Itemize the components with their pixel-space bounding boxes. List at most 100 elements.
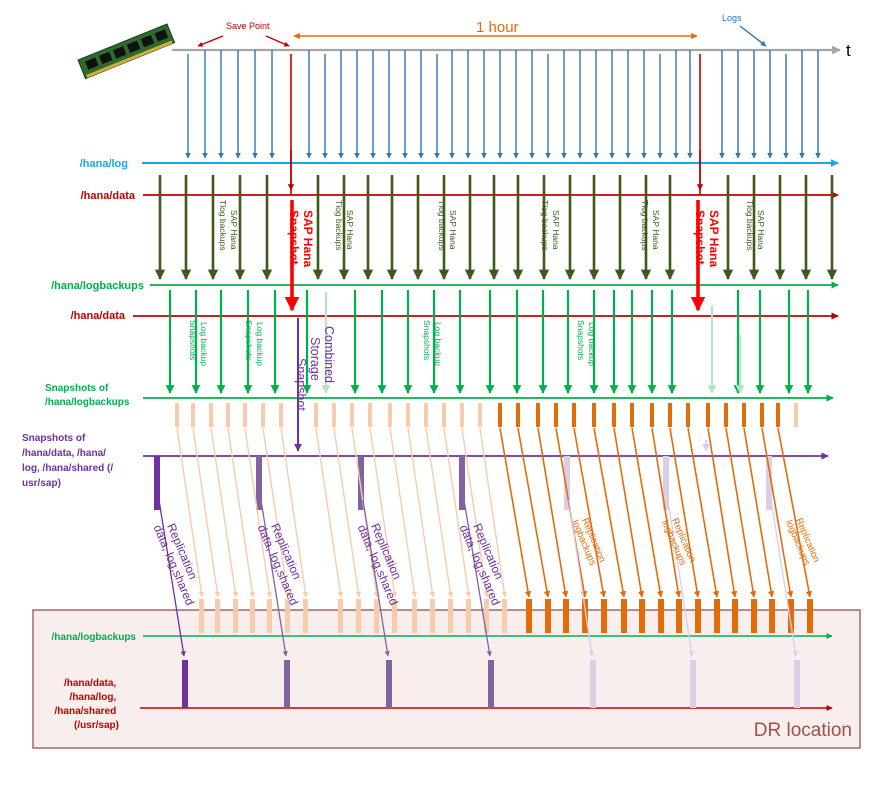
save-point-arrow-right (266, 36, 289, 46)
dr-logbackup-replica-faint (374, 599, 379, 633)
svg-text:Log backupSnapshots: Log backupSnapshots (576, 320, 597, 366)
svg-text:SAP HanaSnapshot: SAP HanaSnapshot (693, 210, 721, 267)
logbackup-snapshot-tick (261, 403, 265, 427)
time-axis-label: t (846, 41, 851, 60)
ram-module-icon (78, 24, 175, 79)
logbackup-snapshot-tick (226, 403, 230, 427)
logbackup-snapshot-tick (630, 403, 634, 427)
logbackup-snapshot-tick (478, 403, 482, 427)
tlog-line2: Tlog backups (540, 200, 550, 251)
logs-label: Logs (722, 13, 742, 23)
dr-logbackup-replica (695, 599, 701, 633)
dr-logbackup-replica (658, 599, 664, 633)
dr-logbackup-replica (601, 599, 607, 633)
combined-line1: Combined (322, 326, 336, 383)
dr-logbackup-replica-faint (199, 599, 204, 633)
logbackup-line1: Log backup (433, 322, 443, 366)
row-label-snapshots-data-line3: log, /hana/shared (/ (22, 463, 113, 474)
dr-logbackup-replica (563, 599, 569, 633)
logbackup-snapshot-tick (554, 403, 558, 427)
logbackup-line2: Snapshots (188, 320, 198, 360)
logbackup-snapshot-tick (350, 403, 354, 427)
tlog-backups-label-5: SAP HanaTlog backups (640, 200, 661, 251)
logbackup-line2: Snapshots (244, 320, 254, 360)
dr-logbackup-replica (526, 599, 532, 633)
dr-logbackup-replica-faint (448, 599, 453, 633)
dr-logbackup-replica-faint (303, 599, 308, 633)
row-label-snapshots-logbackups-line2: /hana/logbackups (45, 397, 130, 408)
replication-logbackups-arrow (614, 428, 642, 597)
logbackup-snapshot-tick (191, 403, 195, 427)
dr-logbackup-replica-faint (250, 599, 255, 633)
combined-line2: Storage (308, 337, 322, 381)
dr-data-replica-faint (590, 660, 596, 708)
dr-data-replica-faint (690, 660, 696, 708)
logbackup-snapshot-tick (424, 403, 428, 427)
dr-data-replica (488, 660, 494, 708)
row-label-snapshots-data-line2: /hana/data, /hana/ (22, 448, 106, 459)
row-label-snapshots-data: Snapshots of /hana/data, /hana/ log, /ha… (22, 433, 116, 489)
logbackup-line1: Log backup (587, 322, 597, 366)
snapshot-line1: SAP Hana (707, 210, 721, 267)
replication-logbackups-label-2: Replicationlogbackups (659, 515, 697, 568)
logbackup-snapshot-tick (209, 403, 213, 427)
dr-logbackup-replica (639, 599, 645, 633)
logbackup-snapshot-tick (572, 403, 576, 427)
logbackup-snapshot-tick (760, 403, 764, 427)
svg-text:SAP HanaTlog backups: SAP HanaTlog backups (334, 200, 355, 251)
dr-row-label-data-line2: /hana/log, (70, 692, 117, 703)
logbackup-snapshot-tick (724, 403, 728, 427)
dr-logbackup-replica (621, 599, 627, 633)
logbackup-snapshot-tick (650, 403, 654, 427)
dr-data-replica-faint (794, 660, 800, 708)
replication-logbackups-arrow (538, 428, 566, 597)
logbackup-snapshot-tick (742, 403, 746, 427)
combined-line3: Snapshot (294, 358, 308, 411)
dr-location-label: DR location (754, 720, 852, 741)
dr-logbackup-replica-faint (466, 599, 471, 633)
dr-logbackup-replica-faint (430, 599, 435, 633)
tlog-backups-label-2: SAP HanaTlog backups (334, 200, 355, 251)
dr-logbackup-replica-faint (267, 599, 272, 633)
dr-data-replica (284, 660, 290, 708)
dr-logbackup-replica (676, 599, 682, 633)
logbackup-snapshot-tick (592, 403, 596, 427)
logbackup-snapshot-tick (460, 403, 464, 427)
tlog-backups-label-4: SAP HanaTlog backups (540, 200, 561, 251)
logbackup-snapshot-tick (516, 403, 520, 427)
logbackup-line1: Log backup (199, 322, 209, 366)
dr-logbackup-replica-faint (338, 599, 343, 633)
row-label-snapshots-logbackups: Snapshots of /hana/logbackups (45, 383, 130, 408)
tlog-line1: SAP Hana (756, 210, 766, 250)
svg-text:Replicationlogbackups: Replicationlogbackups (659, 515, 697, 568)
dr-row-label-data-line3: /hana/shared (55, 706, 117, 717)
tlog-line2: Tlog backups (745, 200, 755, 251)
logbackup-snapshot-tick (175, 403, 179, 427)
logbackup-snapshot-tick (706, 403, 710, 427)
svg-text:SAP HanaTlog backups: SAP HanaTlog backups (640, 200, 661, 251)
logbackup-snapshot-tick (686, 403, 690, 427)
tlog-backups-label-3: SAP HanaTlog backups (437, 200, 458, 251)
tlog-backups-label-1: SAP HanaTlog backups (218, 200, 239, 251)
dr-logbackup-replica-faint (502, 599, 507, 633)
logbackup-snapshots-label-4: Log backupSnapshots (576, 320, 597, 366)
snapshot-line2: Snapshot (287, 210, 301, 265)
svg-text:SAP HanaSnapshot: SAP HanaSnapshot (287, 210, 315, 267)
snapshot-line2: Snapshot (693, 210, 707, 265)
dr-row-label-logbackups: /hana/logbackups (52, 632, 137, 643)
svg-text:Log backupSnapshots: Log backupSnapshots (188, 320, 209, 366)
tlog-line2: Tlog backups (334, 200, 344, 251)
logbackup-snapshot-tick (536, 403, 540, 427)
logbackup-snapshots-label-3: Log backupSnapshots (422, 320, 443, 366)
logbackup-snapshot-tick (368, 403, 372, 427)
replication-data-label-3: Replicationdata, log,shared (355, 518, 413, 608)
logbackup-snapshot-tick (794, 403, 798, 427)
svg-text:Replicationdata, log,shared: Replicationdata, log,shared (457, 518, 515, 608)
dr-logbackup-replica-faint (356, 599, 361, 633)
logbackup-snapshot-tick (332, 403, 336, 427)
dr-row-label-data-line1: /hana/data, (64, 678, 116, 689)
dr-logbackup-replica (714, 599, 720, 633)
logbackup-snapshots-label-1: Log backupSnapshots (188, 320, 209, 366)
